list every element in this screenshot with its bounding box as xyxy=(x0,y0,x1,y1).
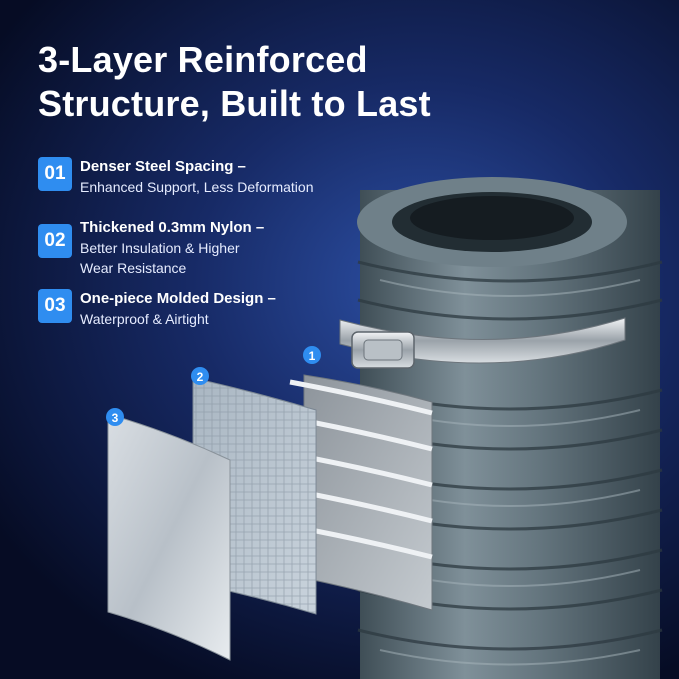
feature-3-badge: 03 xyxy=(38,289,72,323)
feature-3-subtitle: Waterproof & Airtight xyxy=(80,311,209,327)
layer-marker-3: 3 xyxy=(106,408,124,426)
layer-3-foil-panel xyxy=(107,413,231,661)
feature-1-badge: 01 xyxy=(38,157,72,191)
feature-2-subtitle-line-2: Wear Resistance xyxy=(80,260,187,276)
feature-2-subtitle-line-1: Better Insulation & Higher xyxy=(80,240,240,256)
layer-marker-2-label: 2 xyxy=(197,370,204,384)
feature-1-subtitle: Enhanced Support, Less Deformation xyxy=(80,179,314,195)
hose-clamp xyxy=(339,317,626,369)
headline-line-1: 3-Layer Reinforced xyxy=(38,39,368,80)
feature-3-title: One-piece Molded Design – xyxy=(80,290,276,307)
feature-1-title: Denser Steel Spacing – xyxy=(80,158,246,175)
layer-marker-1-label: 1 xyxy=(309,349,316,363)
headline: 3-Layer Reinforced Structure, Built to L… xyxy=(38,38,431,126)
layer-marker-2: 2 xyxy=(191,367,209,385)
feature-2-badge: 02 xyxy=(38,224,72,258)
layer-marker-1: 1 xyxy=(303,346,321,364)
headline-line-2: Structure, Built to Last xyxy=(38,83,431,124)
layer-marker-3-label: 3 xyxy=(112,411,119,425)
feature-2-title: Thickened 0.3mm Nylon – xyxy=(80,219,265,236)
